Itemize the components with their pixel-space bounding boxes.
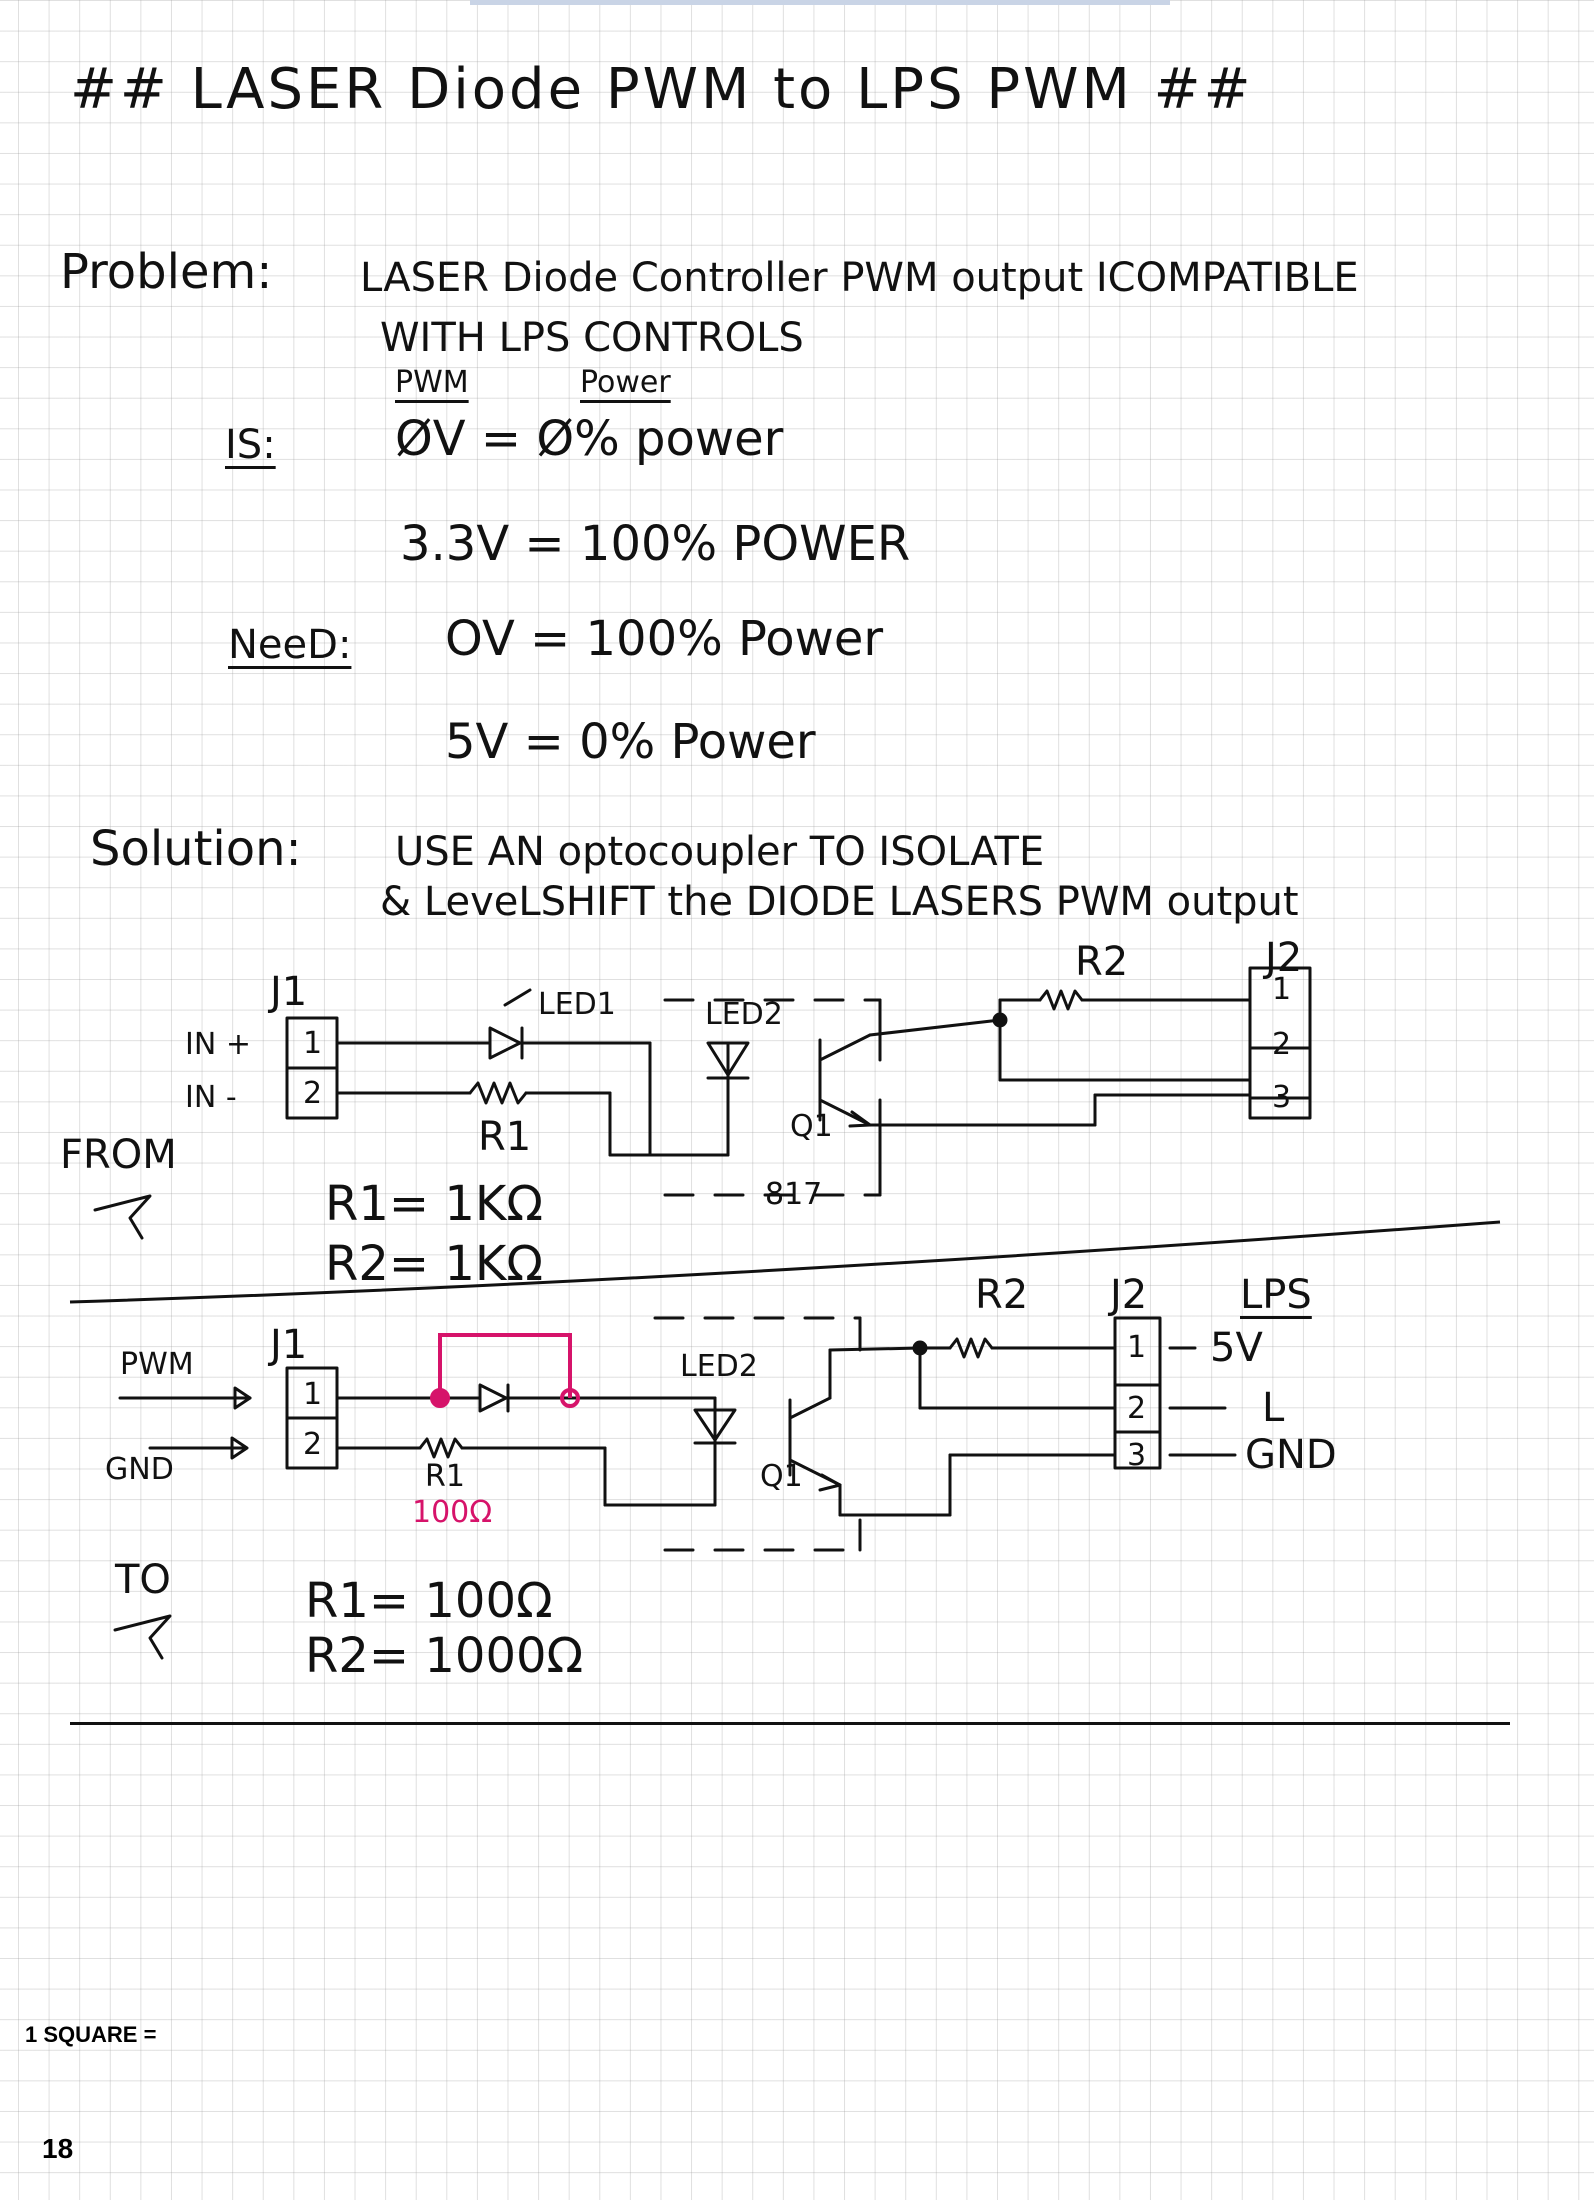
- solution-line-1: USE AN optocoupler TO ISOLATE: [395, 829, 1045, 875]
- r2-value-2: R2= 1000Ω: [305, 1628, 584, 1684]
- j1-pin-2-2: 2: [303, 1427, 323, 1462]
- solution-label: Solution:: [90, 821, 302, 877]
- square-scale-label: 1 SQUARE =: [25, 2022, 157, 2047]
- page-top-edge: [470, 0, 1170, 5]
- red-jumper: [430, 1333, 580, 1408]
- is-label: IS:: [225, 422, 276, 468]
- pin-in-plus-label: IN +: [185, 1027, 251, 1062]
- page-number: 18: [42, 2133, 74, 2164]
- column-power: Power: [580, 365, 671, 400]
- separator-line-2: [70, 1722, 1510, 1725]
- part-number: 817: [765, 1177, 823, 1212]
- column-pwm: PWM: [395, 365, 469, 400]
- j2-pin-3-2: 3: [1127, 1438, 1147, 1473]
- r2-value: R2= 1KΩ: [325, 1236, 544, 1292]
- is-row-2: 3.3V = 100% POWER: [400, 516, 911, 572]
- j1-pin-1-2: 1: [303, 1377, 323, 1412]
- lps-l-label: L: [1262, 1385, 1285, 1431]
- j2-connector-2: [1113, 1316, 1162, 1470]
- q1-label: Q1: [790, 1109, 833, 1144]
- j1-pin-2: 2: [303, 1076, 323, 1111]
- lps-gnd-label: GND: [1245, 1432, 1337, 1478]
- j2-pin-1: 1: [1272, 972, 1292, 1007]
- gnd-label: GND: [105, 1452, 174, 1487]
- problem-label: Problem:: [60, 244, 273, 300]
- page-title: ## LASER Diode PWM to LPS PWM ##: [70, 57, 1254, 122]
- r2-symbol: [1038, 989, 1084, 1011]
- lps-label: LPS: [1240, 1272, 1312, 1318]
- j2-pin-1-2: 1: [1127, 1330, 1147, 1365]
- led2-symbol: [706, 1041, 750, 1077]
- r1-value: R1= 1KΩ: [325, 1176, 544, 1232]
- pin-in-minus-label: IN -: [185, 1080, 237, 1115]
- j2-label: J2: [1265, 935, 1303, 981]
- r1-symbol-2: [418, 1437, 464, 1459]
- j2-connector: [1248, 966, 1312, 1120]
- r1-red-value: 100Ω: [412, 1495, 493, 1530]
- led1-label: LED1: [538, 987, 616, 1022]
- j2-pin-3: 3: [1272, 1080, 1292, 1115]
- to-label: TO: [115, 1557, 171, 1603]
- r1-label-2: R1: [425, 1459, 465, 1494]
- j2-label-2: J2: [1110, 1272, 1148, 1318]
- j2-pin-2-2: 2: [1127, 1391, 1147, 1426]
- j1-pin-1: 1: [303, 1026, 323, 1061]
- j1-label: J1: [270, 969, 308, 1015]
- need-row-2: 5V = 0% Power: [445, 714, 816, 770]
- from-label: FROM: [60, 1132, 177, 1178]
- pwm-label: PWM: [120, 1347, 194, 1382]
- led2-symbol-2: [693, 1408, 737, 1442]
- led1-symbol: [488, 1026, 522, 1060]
- r1-symbol: [468, 1081, 528, 1105]
- r1-label: R1: [478, 1114, 532, 1160]
- problem-line-1: LASER Diode Controller PWM output ICOMPA…: [360, 255, 1359, 301]
- need-label: NeeD:: [228, 622, 352, 668]
- is-row-1: ØV = Ø% power: [395, 411, 784, 467]
- solution-line-2: & LeveLSHIFT the DIODE LASERS PWM output: [380, 879, 1299, 925]
- j2-pin-2: 2: [1272, 1027, 1292, 1062]
- r1-value-2: R1= 100Ω: [305, 1573, 553, 1629]
- j1-label-2: J1: [270, 1322, 308, 1368]
- led2-label-2: LED2: [680, 1349, 758, 1384]
- r2-label: R2: [1075, 939, 1129, 985]
- r2-label-2: R2: [975, 1272, 1029, 1318]
- lps-5v-label: 5V: [1210, 1325, 1263, 1371]
- r2-symbol-2: [948, 1337, 994, 1359]
- need-row-1: OV = 100% Power: [445, 611, 884, 667]
- problem-line-2: WITH LPS CONTROLS: [380, 315, 804, 361]
- q1-label-2: Q1: [760, 1459, 803, 1494]
- led1-symbol-2: [478, 1383, 508, 1413]
- led2-label: LED2: [705, 997, 783, 1032]
